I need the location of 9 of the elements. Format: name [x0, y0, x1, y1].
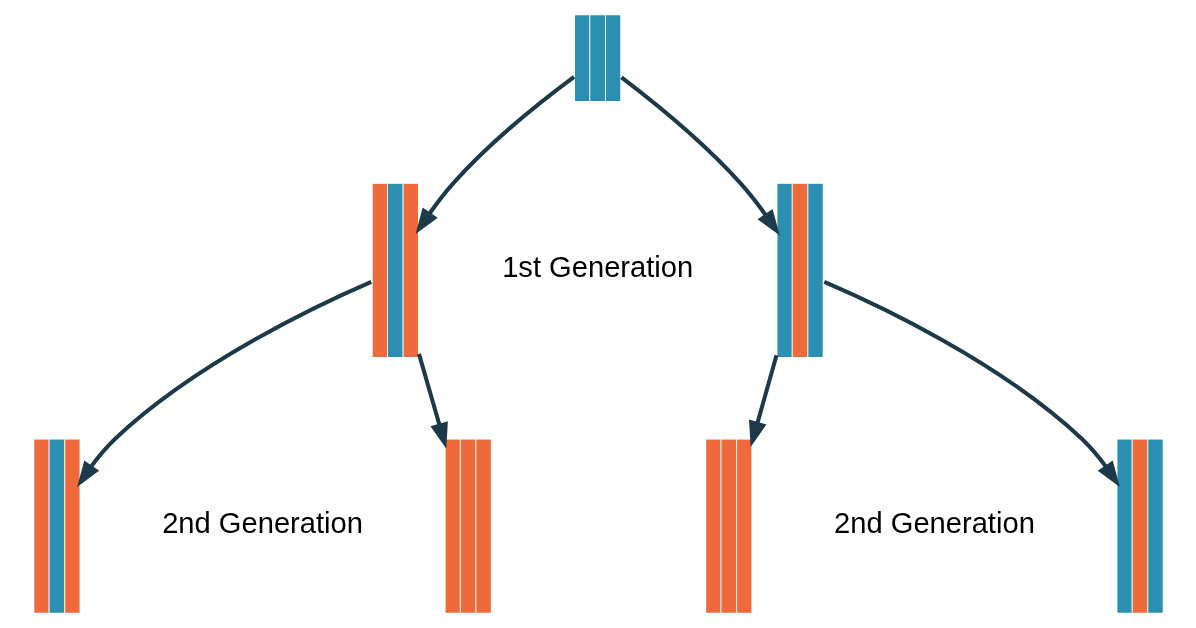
arrow — [619, 75, 780, 236]
arrow — [416, 353, 448, 449]
label: 1st Generation — [501, 251, 693, 284]
arrow — [822, 280, 1120, 487]
arrow — [76, 280, 372, 487]
arrow — [748, 354, 778, 448]
arrow — [415, 75, 575, 235]
label: 2nd Generation — [161, 507, 363, 540]
label: 2nd Generation — [833, 507, 1035, 540]
